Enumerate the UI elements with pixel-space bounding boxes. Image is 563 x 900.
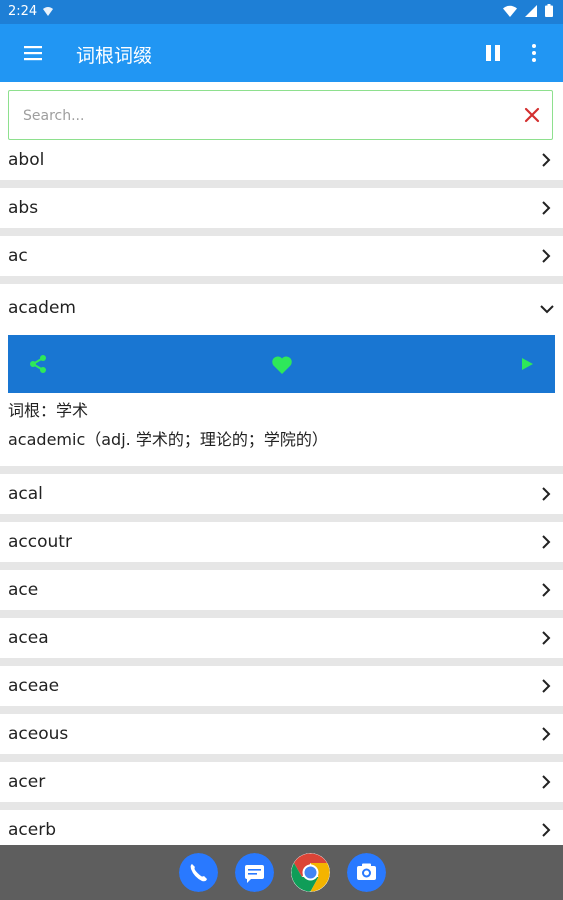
chevron-right-icon	[542, 775, 551, 789]
list-item[interactable]: acal	[0, 474, 563, 514]
chevron-right-icon	[542, 153, 551, 167]
chevron-right-icon	[542, 201, 551, 215]
status-time: 2:24	[8, 4, 38, 19]
list-item[interactable]: acea	[0, 618, 563, 658]
messages-icon[interactable]	[235, 853, 274, 892]
list-item-label: abol	[8, 150, 45, 170]
chevron-right-icon	[542, 823, 551, 837]
list-item-label: accoutr	[8, 532, 72, 552]
more-vert-icon[interactable]	[526, 42, 542, 64]
list-item-label: ace	[8, 580, 39, 600]
app-bar: 词根词缀	[0, 24, 563, 82]
list-item[interactable]: abs	[0, 188, 563, 228]
list-item[interactable]: ace	[0, 570, 563, 610]
item-action-bar	[8, 335, 555, 393]
list-item-label: academ	[8, 298, 76, 318]
play-icon[interactable]	[520, 357, 534, 371]
chevron-right-icon	[542, 631, 551, 645]
chevron-right-icon	[542, 727, 551, 741]
share-icon[interactable]	[28, 354, 48, 374]
chevron-right-icon	[542, 583, 551, 597]
list-item-label: abs	[8, 198, 39, 218]
list-item-label: acer	[8, 772, 46, 792]
notification-icon	[43, 7, 53, 16]
chevron-right-icon	[542, 535, 551, 549]
wifi-icon	[503, 5, 517, 17]
word-root-list: abol abs ac academ	[0, 140, 563, 845]
list-item[interactable]: aceous	[0, 714, 563, 754]
phone-icon[interactable]	[179, 853, 218, 892]
battery-icon	[545, 4, 553, 17]
status-bar: 2:24	[0, 0, 563, 24]
list-item[interactable]: ac	[0, 236, 563, 276]
list-item[interactable]: acerb	[0, 810, 563, 845]
list-item[interactable]: abol	[0, 140, 563, 180]
search-input[interactable]	[21, 103, 505, 129]
pause-icon[interactable]	[482, 42, 504, 64]
chrome-icon[interactable]	[291, 853, 330, 892]
list-item-label: acea	[8, 628, 49, 648]
list-item-label: aceae	[8, 676, 60, 696]
list-item-label: acal	[8, 484, 43, 504]
expanded-item-header[interactable]: academ	[0, 284, 563, 330]
chevron-right-icon	[542, 487, 551, 501]
camera-icon[interactable]	[347, 853, 386, 892]
chevron-right-icon	[542, 679, 551, 693]
expanded-list-item: academ 词根：学术 academic（adj. 学术的；理论的；学院的）	[0, 284, 563, 466]
chevron-right-icon	[542, 249, 551, 263]
list-item[interactable]: accoutr	[0, 522, 563, 562]
signal-icon	[525, 4, 537, 17]
navigation-bar	[0, 845, 563, 900]
menu-icon[interactable]	[22, 42, 44, 64]
definition-example: academic（adj. 学术的；理论的；学院的）	[8, 430, 328, 449]
app-title: 词根词缀	[76, 45, 153, 67]
definition-root: 词根：学术	[8, 401, 89, 420]
status-icons	[503, 4, 553, 17]
list-item[interactable]: acer	[0, 762, 563, 802]
search-box	[8, 90, 553, 140]
list-item[interactable]: aceae	[0, 666, 563, 706]
app-dock	[179, 853, 386, 892]
list-item-label: acerb	[8, 820, 57, 840]
list-item-label: aceous	[8, 724, 69, 744]
list-item-label: ac	[8, 246, 28, 266]
heart-icon[interactable]	[271, 355, 293, 375]
chevron-down-icon	[540, 305, 554, 314]
clear-icon[interactable]	[522, 105, 542, 125]
